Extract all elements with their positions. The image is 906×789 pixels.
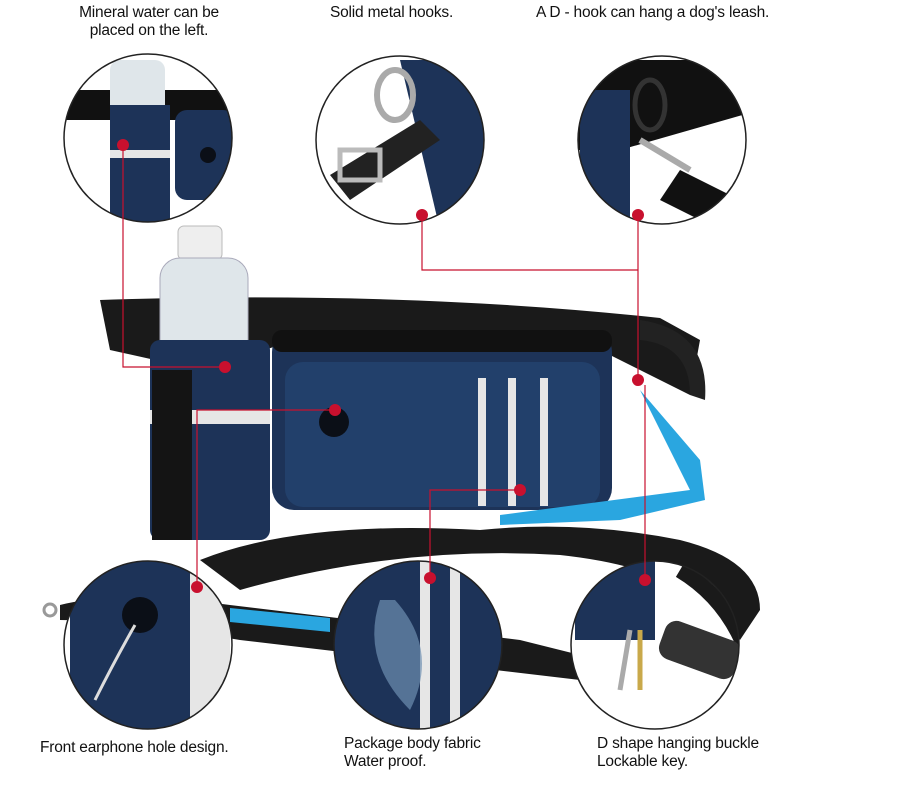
caption-line: Mineral water can be (79, 4, 219, 21)
caption-buckle: D shape hanging buckle Lockable key. (597, 735, 759, 771)
caption-line: Water proof. (344, 753, 427, 770)
caption-metal-hooks: Solid metal hooks. (330, 4, 454, 21)
caption-fabric: Package body fabric Water proof. (344, 735, 481, 771)
caption-earphone: Front earphone hole design. (40, 739, 229, 756)
caption-ad-hook: A D - hook can hang a dog's leash. (536, 4, 770, 21)
caption-line: D shape hanging buckle (597, 735, 759, 752)
caption-line: Package body fabric (344, 735, 481, 752)
detail-circle-buckle (570, 560, 740, 730)
detail-circle-d-hook (577, 55, 747, 225)
detail-circle-fabric (333, 560, 503, 730)
detail-circle-water (63, 53, 233, 223)
callout-lines (122, 145, 646, 587)
caption-mineral-water: Mineral water can be placed on the left. (68, 4, 230, 40)
caption-line: Lockable key. (597, 753, 689, 770)
detail-circle-earphone (63, 560, 233, 730)
caption-line: placed on the left. (89, 22, 209, 39)
callout-dots (117, 139, 651, 593)
detail-circle-hooks (315, 55, 485, 225)
